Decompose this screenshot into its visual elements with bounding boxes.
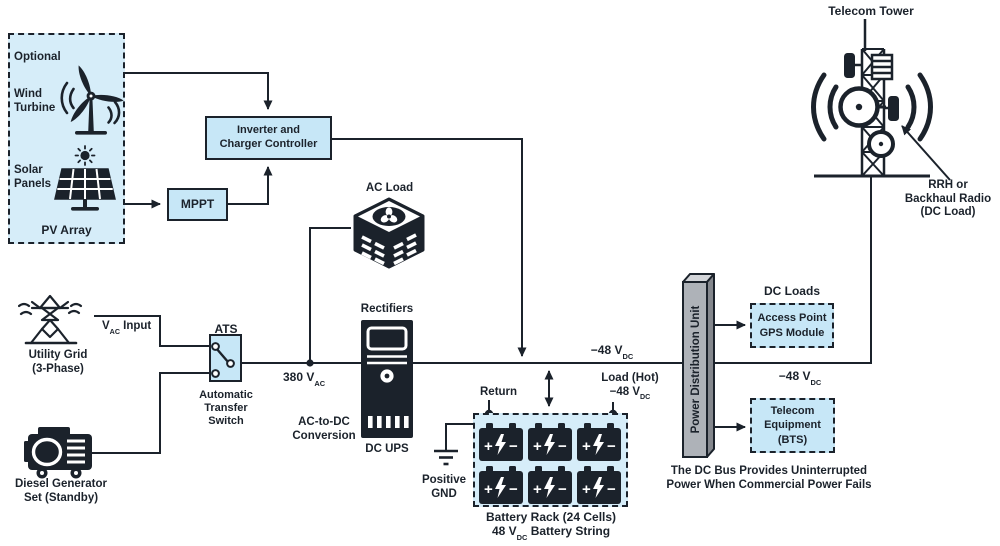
- svg-text:+: +: [533, 481, 542, 498]
- svg-text:−: −: [607, 481, 616, 498]
- svg-text:−: −: [558, 438, 567, 455]
- dc-loads-header: DC Loads: [763, 284, 820, 298]
- wire-inverter-to-bus: [332, 138, 527, 357]
- svg-text:−: −: [509, 481, 518, 498]
- battery-rack-box: + − + − + − + − +: [473, 413, 628, 507]
- mppt-box: MPPT: [167, 188, 228, 221]
- junction-dot-acload: [306, 359, 314, 367]
- pdu-label: Power Distribution Unit: [690, 305, 702, 433]
- svg-text:−: −: [558, 481, 567, 498]
- vac-input-label: VAC Input: [102, 320, 152, 336]
- telecom-tower-label: Telecom Tower: [828, 4, 914, 18]
- wire-diesel-to-ats: [92, 372, 209, 454]
- battery-cell: + −: [528, 466, 572, 504]
- optional-label: Optional: [14, 51, 61, 63]
- utility-grid-icon: [18, 294, 83, 345]
- battery-rack-caption: Battery Rack (24 Cells) 48 VDC Battery S…: [485, 510, 617, 543]
- svg-text:−: −: [607, 438, 616, 455]
- ac-load-icon: [353, 197, 425, 269]
- ats-switch-icon: [211, 342, 235, 378]
- lightning-icon: [544, 477, 555, 498]
- wire-grid-to-ats: [94, 315, 209, 347]
- svg-text:+: +: [484, 481, 493, 498]
- wind-turbine-icon: [60, 65, 124, 135]
- svg-text:+: +: [533, 438, 542, 455]
- wire-pv-to-inverter: [125, 72, 273, 110]
- lightning-icon: [593, 477, 604, 498]
- battery-cell: + −: [479, 423, 523, 461]
- power-distribution-unit: Power Distribution Unit: [682, 273, 715, 458]
- ground-symbol-icon: [434, 449, 458, 466]
- pv-array-box: [8, 33, 125, 244]
- dc-ups-label: DC UPS: [365, 443, 409, 455]
- wire-acload-branch: [309, 227, 351, 363]
- mppt-label: MPPT: [180, 197, 215, 211]
- 380vac-label: 380 VAC: [283, 370, 326, 389]
- lightning-icon: [544, 434, 555, 455]
- wire-main-bus: [242, 177, 872, 364]
- diesel-generator-icon: [24, 427, 92, 479]
- bus-voltage-left-label: −48 VDC: [590, 343, 634, 362]
- return-label: Return: [480, 386, 518, 398]
- svg-text:+: +: [582, 438, 591, 455]
- rectifiers-label: Rectifiers: [360, 303, 414, 315]
- load-hot-label: Load (Hot) −48 VDC: [601, 372, 659, 402]
- wire-ground: [445, 423, 473, 450]
- dc-ups-icon: [361, 320, 413, 438]
- solar-panel-icon: [54, 168, 116, 211]
- battery-cell: + −: [577, 423, 621, 461]
- pv-array-label: PV Array: [41, 223, 92, 237]
- svg-text:+: +: [582, 481, 591, 498]
- ac-load-label: AC Load: [365, 182, 414, 194]
- bus-voltage-right-label: −48 VDC: [778, 369, 822, 388]
- battery-cell: + −: [528, 423, 572, 461]
- ats-title: ATS: [214, 322, 238, 336]
- battery-plus: +: [484, 438, 493, 455]
- battery-cell: + −: [577, 466, 621, 504]
- lightning-icon: [593, 434, 604, 455]
- lightning-icon: [495, 477, 506, 498]
- wire-rrh-pointer: [901, 125, 951, 181]
- lightning-icon: [495, 434, 506, 455]
- sun-icon: [74, 145, 96, 166]
- telecom-tower-icon: [811, 19, 933, 178]
- utility-grid-label: Utility Grid(3-Phase): [28, 349, 88, 375]
- ats-box: [209, 334, 242, 382]
- battery-cell: + −: [479, 466, 523, 504]
- battery-minus: −: [509, 438, 518, 455]
- wire-mppt-to-inverter: [228, 166, 273, 205]
